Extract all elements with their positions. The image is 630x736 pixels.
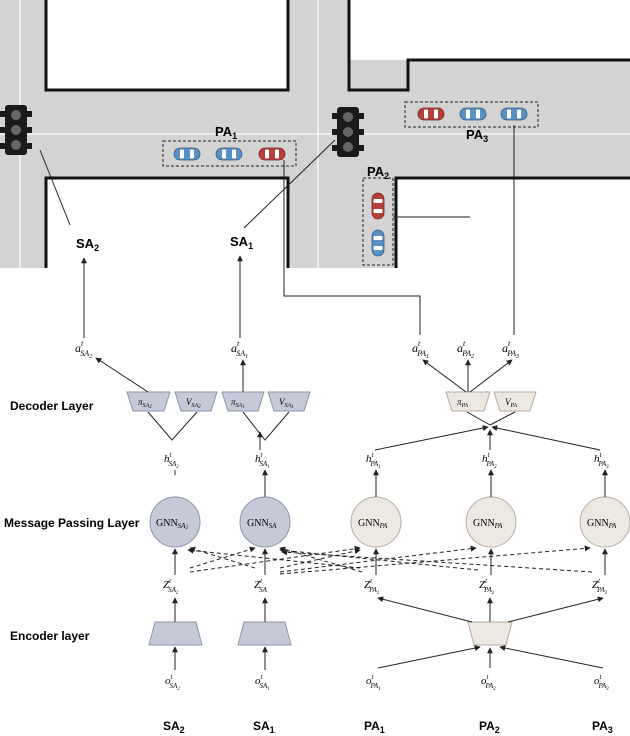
svg-text:GNNPA: GNNPA xyxy=(358,518,388,530)
decoder-layer-label: Decoder Layer xyxy=(10,399,94,413)
pa3-group-box xyxy=(404,101,539,128)
svg-text:GNNPA: GNNPA xyxy=(587,518,617,530)
road-edge xyxy=(44,0,290,92)
encoder-layer-label: Encoder layer xyxy=(10,629,90,643)
city-block xyxy=(46,0,288,90)
hidden-links xyxy=(174,425,601,475)
road-edge xyxy=(394,176,630,268)
pa3-group-label: PA3 xyxy=(466,127,488,144)
road-edge xyxy=(347,0,630,92)
gnn-node-sa2 xyxy=(149,496,201,548)
car-icon xyxy=(173,147,201,161)
policy-head-sa2 xyxy=(126,391,171,412)
agent-label-pa3: PA3 xyxy=(592,719,613,735)
svg-text:πSA2: πSA2 xyxy=(138,397,152,410)
message-edges xyxy=(172,545,608,575)
agent-labels: SA2 SA1 PA1 PA2 PA3 xyxy=(163,719,613,735)
pa2-group-label: PA2 xyxy=(367,164,389,181)
traffic-light-icon xyxy=(0,105,32,155)
sa1-map-label: SA1 xyxy=(230,234,253,251)
map-to-action-links xyxy=(81,125,515,338)
decoder-heads: πSA2 VSA2 πSA1 VSA1 πPA VPA xyxy=(126,391,537,412)
encoder-sa1 xyxy=(237,621,292,646)
car-icon xyxy=(258,147,286,161)
sa2-map-label: SA2 xyxy=(76,236,99,253)
svg-text:VPA: VPA xyxy=(505,397,517,409)
policy-head-sa1 xyxy=(221,391,265,412)
road-map: PA1 PA3 PA2 SA2 SA1 xyxy=(0,0,630,268)
encoder-links xyxy=(172,596,604,670)
svg-text:VSA2: VSA2 xyxy=(186,397,201,410)
value-head-sa2 xyxy=(174,391,218,412)
svg-text:GNNSA2: GNNSA2 xyxy=(156,518,188,531)
agent-label-sa2: SA2 xyxy=(163,719,185,735)
traffic-light-icon xyxy=(332,107,364,157)
message-passing-layer-label: Message Passing Layer xyxy=(4,516,140,530)
car-icon xyxy=(417,107,445,121)
car-icon xyxy=(459,107,487,121)
gnn-nodes: GNNSA2 GNNSA GNNPA GNNPA GNNPA xyxy=(149,496,630,548)
gnn-to-hidden-links xyxy=(262,469,608,497)
svg-text:GNNSA: GNNSA xyxy=(247,518,277,530)
car-icon xyxy=(500,107,528,121)
encoder-sa2 xyxy=(148,621,203,646)
svg-text:GNNPA: GNNPA xyxy=(473,518,503,530)
value-head-pa xyxy=(493,391,537,412)
encoder-blocks xyxy=(148,621,513,646)
pa2-group-box xyxy=(362,177,394,266)
svg-text:πSA1: πSA1 xyxy=(231,397,245,410)
svg-text:VSA1: VSA1 xyxy=(279,397,294,410)
car-icon xyxy=(215,147,243,161)
pa1-group-label: PA1 xyxy=(215,124,237,141)
car-icon xyxy=(371,229,385,257)
svg-text:πPA: πPA xyxy=(457,397,468,409)
agent-label-sa1: SA1 xyxy=(253,719,275,735)
city-block xyxy=(396,178,630,268)
policy-head-pa xyxy=(445,391,491,412)
decoder-to-action-links xyxy=(95,357,516,441)
agent-label-pa2: PA2 xyxy=(479,719,500,735)
city-block xyxy=(46,178,288,268)
pa1-group-box xyxy=(162,140,297,167)
encoder-pa xyxy=(467,621,513,646)
car-icon xyxy=(371,192,385,220)
road-edge xyxy=(44,176,290,268)
agent-label-pa1: PA1 xyxy=(364,719,385,735)
value-head-sa1 xyxy=(267,391,311,412)
